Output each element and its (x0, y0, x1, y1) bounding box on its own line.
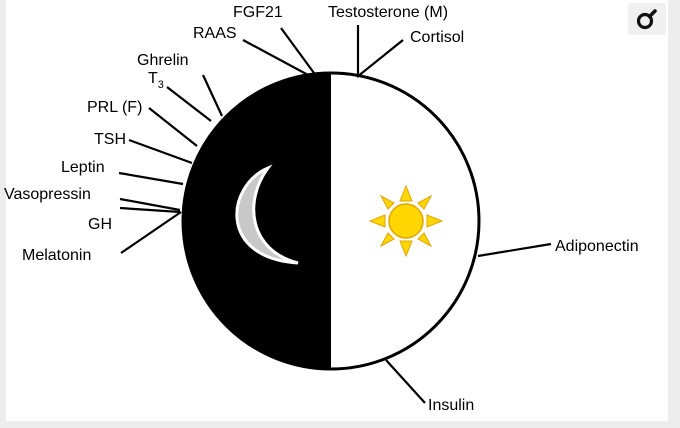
melatonin-leader (120, 211, 182, 254)
label-prl: PRL (F) (87, 99, 142, 116)
fgf21-leader (280, 27, 315, 74)
tsh-leader (128, 138, 193, 165)
prl-leader (148, 107, 198, 147)
label-ghrelin: Ghrelin (137, 52, 189, 69)
magnify-icon (636, 9, 657, 30)
label-gh: GH (88, 216, 112, 233)
night-half (183, 73, 331, 369)
leptin-leader (118, 171, 184, 186)
label-melatonin: Melatonin (22, 247, 91, 264)
label-vasopressin: Vasopressin (4, 186, 91, 203)
label-fgf21: FGF21 (233, 4, 283, 21)
label-insulin: Insulin (428, 397, 474, 414)
sun-icon (368, 184, 444, 258)
adiponectin-leader (477, 242, 552, 258)
ghrelin-leader (202, 74, 223, 117)
insulin-leader (385, 359, 426, 404)
label-t3: T3 (148, 70, 164, 91)
label-adiponectin: Adiponectin (555, 238, 639, 255)
day-night-circle (181, 71, 481, 371)
cortisol-leader (356, 39, 404, 78)
vasopressin-leader (119, 197, 181, 212)
t3-leader (166, 86, 212, 122)
raas-leader (242, 39, 311, 77)
leader-lines (118, 25, 552, 404)
label-testosterone: Testosterone (M) (328, 4, 448, 21)
label-leptin: Leptin (61, 159, 105, 176)
label-tsh: TSH (94, 131, 126, 148)
label-raas: RAAS (193, 25, 237, 42)
gh-leader (119, 206, 181, 214)
moon-icon (235, 164, 299, 265)
expand-image-button[interactable] (628, 3, 666, 35)
hormone-labels: Melatonin GH Vasopressin Leptin TSH PRL … (4, 4, 639, 414)
label-cortisol: Cortisol (410, 29, 464, 46)
circle-outline (181, 71, 481, 371)
